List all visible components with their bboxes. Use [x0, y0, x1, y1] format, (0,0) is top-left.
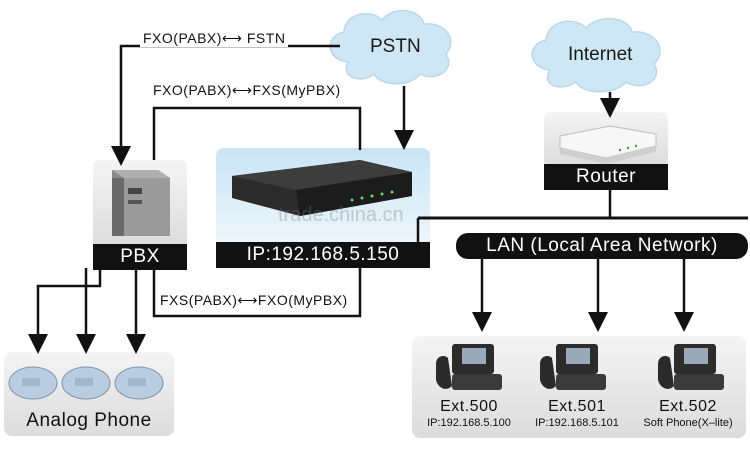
- lan-bar: [456, 233, 748, 259]
- analog-phone-panel: [4, 352, 174, 436]
- ip-phone-500: [436, 344, 502, 390]
- pstn-label: PSTN: [370, 36, 421, 57]
- pbx-mypbx-label: FXO(PABX)⟷FXS(MyPBX): [150, 82, 344, 99]
- router-device: [544, 112, 668, 166]
- analog-phone-2: [61, 366, 111, 400]
- internet-cloud: [531, 17, 661, 93]
- pbx-label: PBX: [93, 244, 187, 270]
- analog-phone-label: Analog Phone: [26, 410, 152, 431]
- ext-501-ip: IP:192.168.5.101: [535, 417, 619, 429]
- ext-500-ip: IP:192.168.5.100: [427, 417, 511, 429]
- ip-phone-502: [658, 344, 724, 390]
- router-label: Router: [544, 164, 668, 190]
- internet-label: Internet: [568, 44, 633, 65]
- ext-502-label: Ext.502 Soft Phone(X–lite): [632, 398, 744, 429]
- lan-label: LAN (Local Area Network): [486, 235, 718, 256]
- ext-501-label: Ext.501 IP:192.168.5.101: [522, 398, 632, 429]
- analog-phone-1: [8, 366, 58, 400]
- watermark: trade.china.cn: [278, 204, 404, 226]
- ext-502-ip: Soft Phone(X–lite): [643, 417, 733, 429]
- pbx-to-analog-line-1: [28, 268, 102, 354]
- ip-phone-501: [540, 344, 606, 390]
- fxs-fxo-label: FXS(PABX)⟷FXO(MyPBX): [157, 292, 351, 309]
- mypbx-ip-label: IP:192.168.5.150: [216, 242, 430, 268]
- analog-phone-3: [114, 366, 164, 400]
- ext-500-label: Ext.500 IP:192.168.5.100: [414, 398, 524, 429]
- ip-phone-panel: [412, 336, 746, 438]
- pbx-device: [93, 160, 187, 248]
- ext-502-name: Ext.502: [659, 398, 717, 415]
- mypbx-device: [216, 148, 430, 246]
- ext-500-name: Ext.500: [440, 398, 498, 415]
- ext-501-name: Ext.501: [548, 398, 606, 415]
- pstn-cloud: [329, 10, 452, 85]
- pbx-to-mypbx-bottom-line: [152, 268, 362, 318]
- pbx-pstn-label: FXO(PABX)⟷ FSTN: [140, 30, 289, 47]
- pbx-to-mypbx-top-line: [152, 106, 362, 160]
